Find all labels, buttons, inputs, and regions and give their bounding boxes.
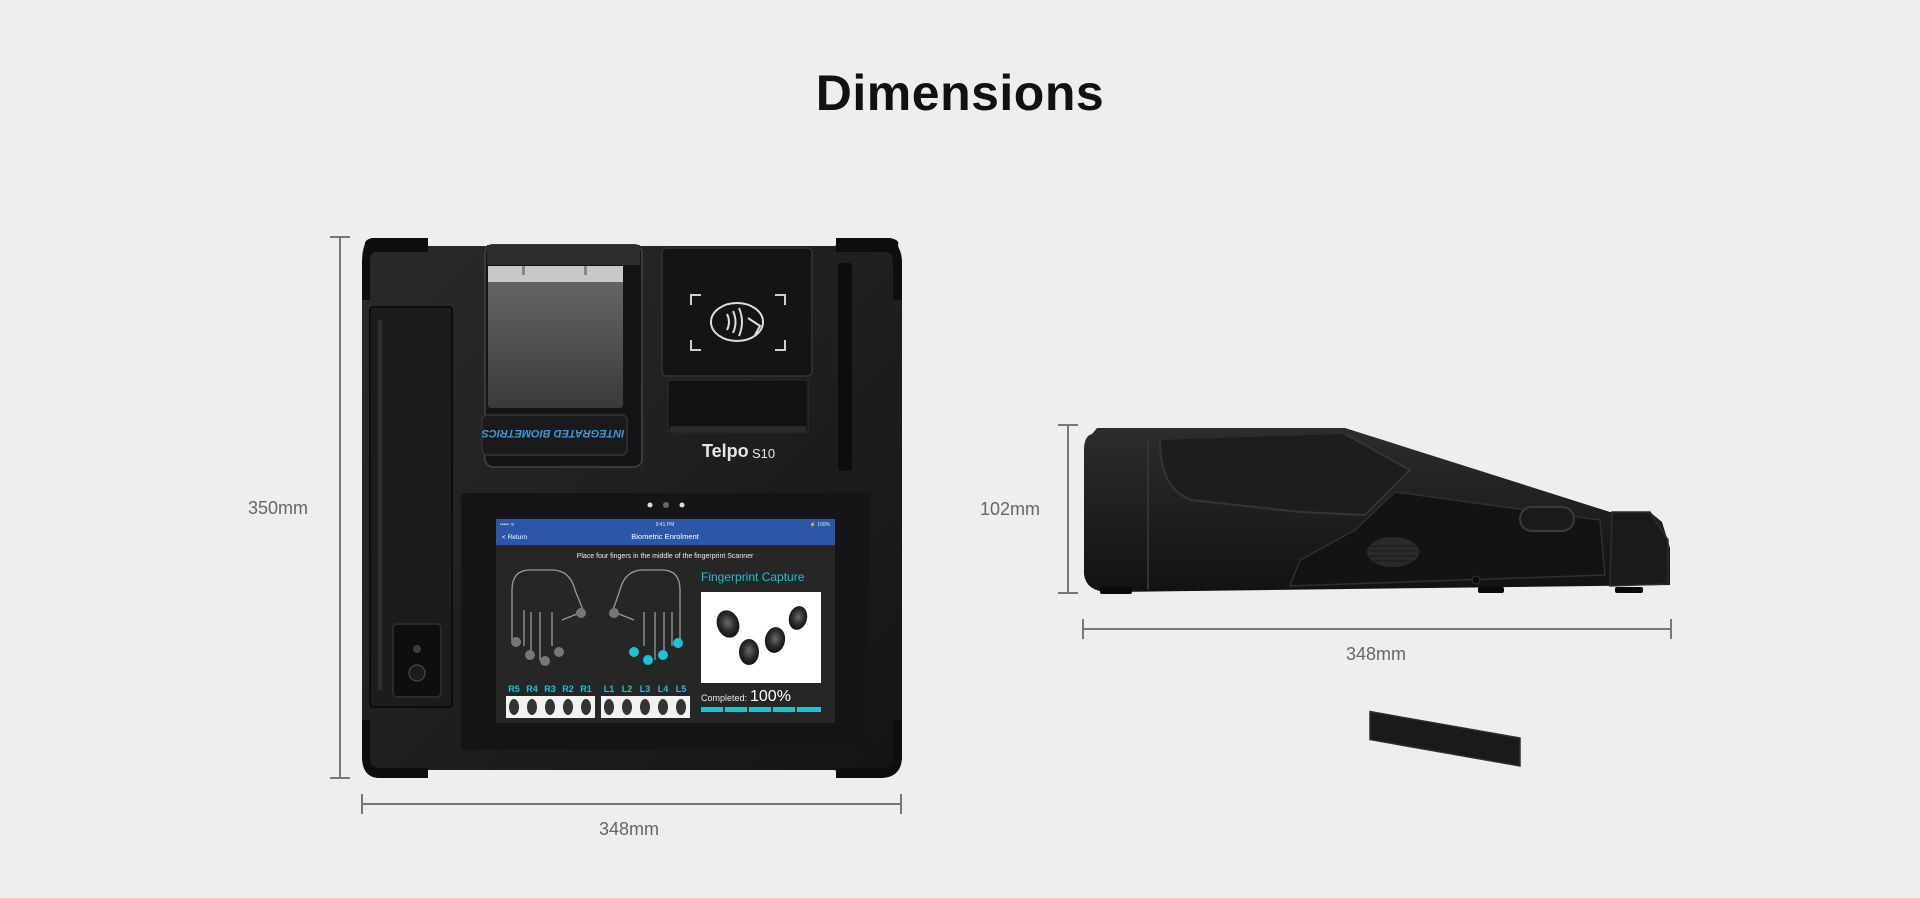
side-width-label: 348mm [1346, 644, 1407, 664]
completed-value: 100% [750, 688, 791, 705]
side-height-dimension-line [1058, 424, 1078, 594]
scanner-brand-label: INTEGRATED BIOMETRICS [481, 427, 624, 439]
contactless-payment-icon [710, 302, 764, 342]
brand-logo: Telpo [702, 441, 749, 461]
fingerprint-scanner: INTEGRATED BIOMETRICS [481, 244, 643, 468]
model-label: S10 [752, 446, 775, 461]
completion-progress-bar [701, 707, 821, 712]
speaker-grille [1367, 537, 1419, 567]
finger-label-R3: R3 [544, 684, 556, 694]
left-hand-diagram [612, 569, 681, 660]
finger-label-L2: L2 [622, 684, 633, 694]
finger-label-L4: L4 [658, 684, 669, 694]
front-height-dimension-line [330, 236, 350, 779]
status-battery: ⚡ 100% [810, 521, 831, 528]
capture-title: Fingerprint Capture [701, 570, 805, 584]
finger-label-R1: R1 [580, 684, 592, 694]
finger-label-L1: L1 [604, 684, 615, 694]
finger-label-R2: R2 [562, 684, 574, 694]
left-hand-markers [609, 608, 683, 665]
finger-label-R5: R5 [508, 684, 520, 694]
front-width-dimension-line [361, 794, 902, 814]
finger-label-L5: L5 [676, 684, 687, 694]
screen-instruction: Place four fingers in the middle of the … [577, 553, 754, 560]
screen-back-button[interactable]: < Return [502, 534, 527, 541]
fingerprint-capture-image [701, 592, 821, 683]
side-width-dimension-line [1082, 619, 1672, 639]
page-title: Dimensions [815, 65, 1105, 121]
device-side-view [1084, 428, 1670, 767]
front-width-label: 348mm [599, 819, 660, 839]
finger-label-R4: R4 [526, 684, 538, 694]
device-screen: ••••• ᯤ 9:41 PM ⚡ 100% < Return Biometri… [496, 519, 835, 723]
finger-label-L3: L3 [640, 684, 651, 694]
completed-label: Completed: [701, 693, 747, 703]
device-front-view: INTEGRATED BIOMETRICS Telpo S10 [362, 238, 902, 778]
screen-header-title: Biometric Enrolment [631, 532, 699, 541]
side-height-label: 102mm [980, 499, 1041, 519]
right-hand-markers [511, 608, 586, 666]
captured-fingerprints [716, 606, 808, 665]
front-height-label: 350mm [248, 498, 309, 518]
screen-header-bar [496, 519, 835, 545]
status-signal: ••••• ᯤ [500, 522, 515, 528]
camera-module [392, 623, 442, 698]
nfc-reader [661, 247, 813, 433]
finger-thumbnails [506, 696, 690, 718]
status-time: 9:41 PM [656, 522, 675, 528]
